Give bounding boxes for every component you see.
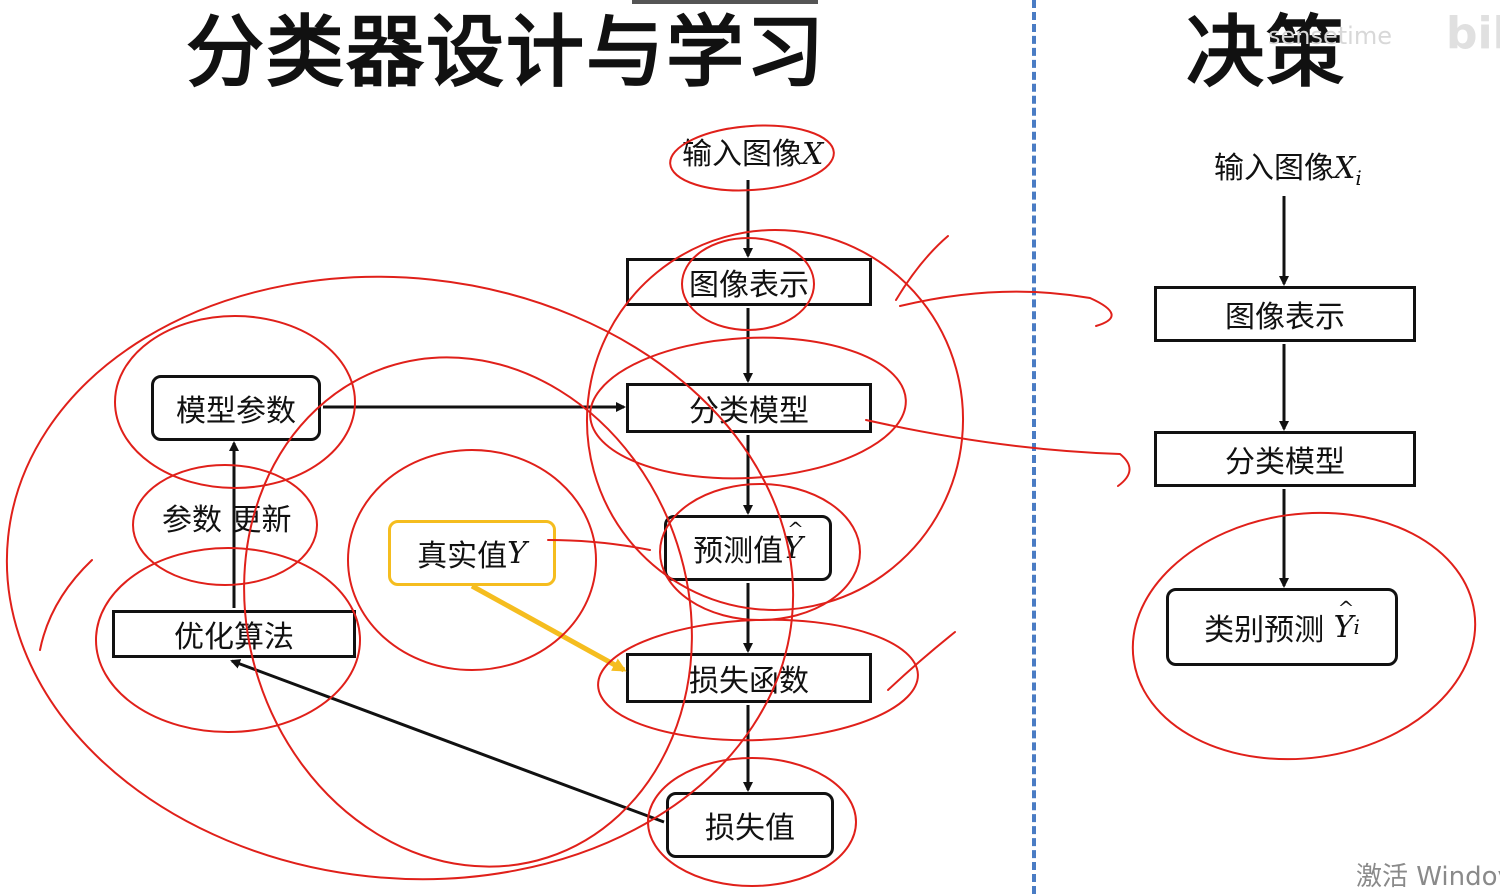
category-prediction-text: 类别预测: [1204, 613, 1325, 648]
activate-windows-text: 激活 Windov: [1356, 862, 1500, 892]
ground-truth-var: Y: [507, 535, 527, 571]
category-prediction-box: 类别预测 Yi: [1166, 588, 1398, 666]
title-decision: 决策: [1186, 8, 1347, 98]
input-image-label: 输入图像X: [682, 140, 823, 170]
section-divider: [1032, 0, 1036, 894]
classifier-model-label: 分类模型: [689, 394, 809, 429]
bilibili-logo: bili: [1446, 8, 1500, 59]
optimizer-label: 优化算法: [174, 620, 294, 655]
model-params-box: 模型参数: [151, 375, 321, 441]
title-classifier-design: 分类器设计与学习: [186, 8, 827, 98]
decision-image-representation-label: 图像表示: [1225, 300, 1345, 335]
loss-function-box: 损失函数: [626, 653, 872, 703]
decision-input-sub: i: [1355, 166, 1362, 190]
decision-classifier-box: 分类模型: [1154, 431, 1416, 487]
decision-input-text: 输入图像: [1214, 151, 1334, 186]
loss-value-label: 损失值: [705, 811, 795, 846]
prediction-text: 预测值: [693, 534, 784, 569]
param-update-label: 参数 更新: [162, 503, 292, 538]
watermark-text: sensetime: [1268, 22, 1392, 50]
top-bar: [632, 0, 818, 4]
prediction-box: 预测值Y: [664, 515, 832, 581]
arrow-truth-to-loss: [470, 583, 627, 673]
decision-input-var: X: [1334, 151, 1356, 186]
loss-function-label: 损失函数: [689, 664, 809, 699]
image-representation-box: 图像表示: [626, 258, 872, 306]
decision-input-label: 输入图像Xi: [1214, 151, 1362, 190]
input-image-text: 输入图像: [682, 137, 802, 172]
loss-value-box: 损失值: [666, 792, 834, 858]
arrow-value-to-optimizer: [230, 659, 665, 824]
category-prediction-var: Y: [1334, 596, 1355, 645]
prediction-var: Y: [783, 517, 804, 566]
image-representation-label: 图像表示: [689, 268, 809, 303]
category-prediction-sub: i: [1353, 615, 1360, 639]
classifier-model-box: 分类模型: [626, 383, 872, 433]
input-image-var: X: [802, 137, 824, 172]
optimizer-box: 优化算法: [112, 610, 356, 658]
ground-truth-text: 真实值: [417, 539, 508, 574]
model-params-label: 模型参数: [176, 394, 296, 429]
decision-classifier-label: 分类模型: [1225, 445, 1345, 480]
decision-image-representation-box: 图像表示: [1154, 286, 1416, 342]
